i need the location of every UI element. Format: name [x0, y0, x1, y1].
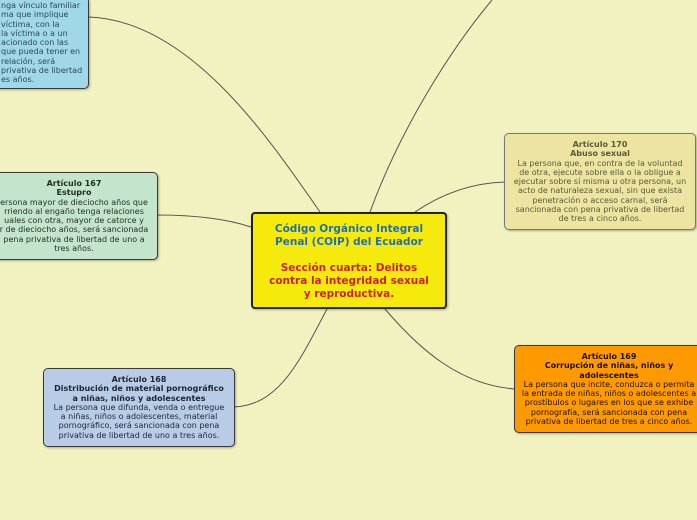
text-line: privativa de libertad de tres a cinco añ…	[525, 417, 693, 427]
text-line: nga vínculo familiar	[1, 1, 81, 10]
text-line: la entrada de niñas, niños o adolescente…	[521, 389, 697, 399]
central-title: Código Orgánico Integral	[274, 223, 424, 235]
text-line: prostíbulos o lugares en los que se exhi…	[524, 398, 694, 408]
text-line: privativa de libertad	[1, 66, 83, 76]
text-line: es años.	[1, 75, 35, 85]
text-line: privativa de libertad de uno a tres años…	[58, 430, 220, 440]
text-line: pena privativa de libertad de uno a	[3, 234, 145, 244]
node-articulo-167[interactable]: Artículo 167 Estupro ersona mayor de die…	[0, 172, 158, 260]
text-line: pornográfico, será sancionada con pena	[58, 421, 220, 431]
text-line: que pueda tener en	[1, 47, 81, 57]
text-line: a niñas, niños o adolescentes, material	[60, 412, 218, 422]
text-line: la víctima o a un	[1, 28, 68, 38]
node-title: Artículo 167	[46, 179, 102, 188]
link-top-left	[87, 16, 321, 213]
node-subtitle: Corrupción de niñas, niños y	[544, 361, 674, 371]
central-subtitle: Sección cuarta: Delitos	[280, 262, 418, 274]
text-line: La persona que incite, conduzca o permit…	[523, 379, 695, 389]
link-art169	[384, 308, 516, 390]
text-line: ersona mayor de dieciocho años que	[0, 197, 148, 207]
text-line: ejecutar sobre sí misma u otra persona, …	[513, 177, 687, 187]
text-line: acionado con las	[1, 38, 69, 48]
link-art168	[233, 308, 328, 408]
node-top-left[interactable]: nga vínculo familiar ma que implique víc…	[0, 0, 89, 89]
node-title: Artículo 170	[572, 140, 628, 149]
text-line: de otra, ejecute sobre ella o la obligue…	[519, 167, 681, 177]
link-top-right	[369, 0, 493, 213]
text-line: víctima, con la	[1, 19, 60, 29]
text-line: r de dieciocho años, será sancionada	[0, 225, 149, 235]
text-line: uales con otra, mayor de catorce y	[4, 216, 144, 226]
central-subtitle: y reproductiva.	[303, 288, 395, 300]
text-line: ma que implique	[1, 10, 69, 20]
text-line: pornografía, será sancionada con pena	[530, 407, 688, 417]
text-line: rriendo al engaño tenga relaciones	[4, 206, 144, 216]
node-articulo-168[interactable]: Artículo 168 Distribución de material po…	[43, 368, 235, 447]
node-subtitle: Distribución de material pornográfico	[54, 384, 224, 394]
node-subtitle: Estupro	[56, 188, 92, 198]
text-line: acto de naturaleza sexual, sin que exist…	[517, 186, 683, 196]
text-line: tres años.	[54, 244, 94, 254]
text-line: sancionada con pena privativa de liberta…	[515, 205, 685, 215]
node-title: Artículo 169	[581, 352, 637, 361]
central-topic[interactable]: Código Orgánico Integral Penal (COIP) de…	[251, 212, 447, 309]
node-subtitle: adolescentes	[579, 370, 639, 380]
link-art167	[156, 214, 252, 228]
text-line: penetración o acceso carnal, será	[532, 195, 668, 205]
node-articulo-170[interactable]: Artículo 170 Abuso sexual La persona que…	[504, 133, 696, 230]
text-line: La persona que difunda, venda o entregue	[53, 402, 225, 412]
text-line: relación, será	[1, 56, 56, 66]
spacer	[253, 249, 445, 262]
node-subtitle: Abuso sexual	[570, 149, 630, 159]
text-line: La persona que, en contra de la voluntad	[517, 158, 683, 168]
text-line: de tres a cinco años.	[558, 214, 642, 224]
node-title: Artículo 168	[111, 375, 167, 384]
central-title: Penal (COIP) del Ecuador	[275, 236, 423, 248]
link-art170	[414, 181, 506, 213]
central-subtitle: contra la integridad sexual	[269, 275, 429, 287]
node-articulo-169[interactable]: Artículo 169 Corrupción de niñas, niños …	[514, 345, 697, 433]
node-subtitle: a niñas, niños y adolescentes	[72, 393, 206, 403]
